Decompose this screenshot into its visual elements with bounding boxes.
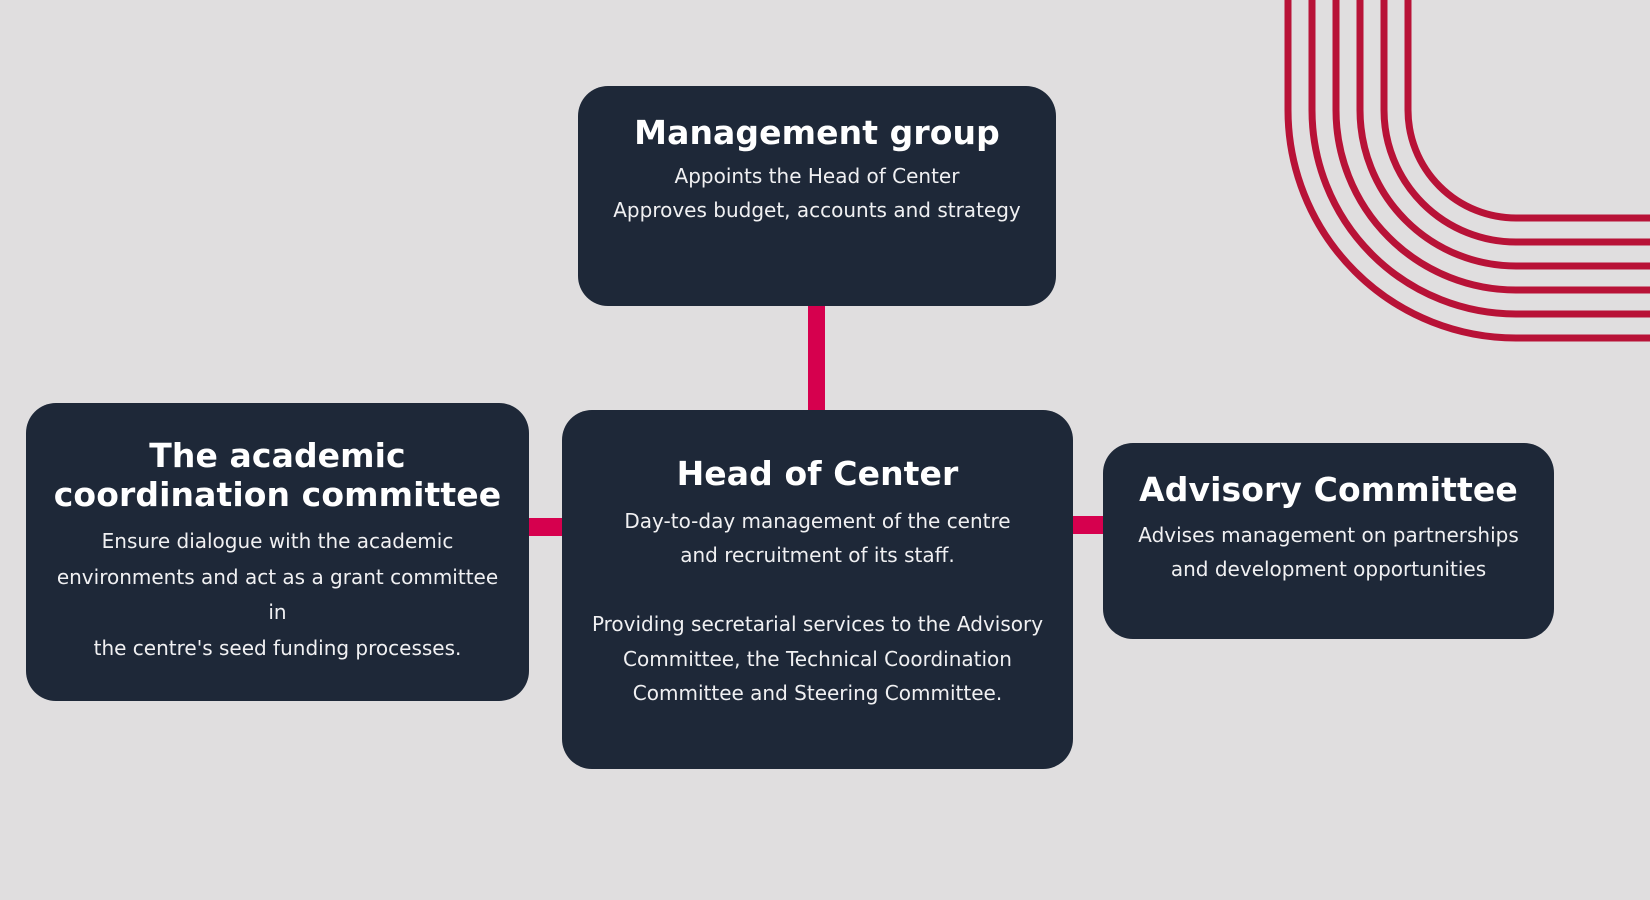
node-advisory-committee-body: Advises management on partnerships and d… [1138, 522, 1519, 582]
arc-2 [1308, 0, 1650, 318]
node-management-group-title: Management group [634, 113, 1000, 152]
arc-1 [1284, 0, 1650, 342]
node-head-of-center: Head of Center Day-to-day management of … [562, 410, 1073, 769]
node-advisory-committee-title: Advisory Committee [1139, 470, 1518, 509]
arc-4 [1356, 0, 1650, 270]
node-academic-coordination-committee-body: Ensure dialogue with the academic enviro… [56, 529, 499, 661]
node-head-of-center-title: Head of Center [676, 454, 959, 493]
node-head-of-center-body: Day-to-day management of the centre and … [591, 508, 1044, 705]
connector-head-to-advisory [1066, 516, 1112, 534]
node-academic-coordination-committee: The academic coordination committee Ensu… [26, 403, 529, 701]
connector-academic-to-head [522, 518, 568, 536]
connector-management-to-head [808, 300, 825, 415]
arc-6 [1404, 0, 1650, 222]
node-management-group: Management group Appoints the Head of Ce… [578, 86, 1056, 306]
node-academic-coordination-committee-title: The academic coordination committee [53, 436, 502, 515]
decorative-arcs [1284, 0, 1650, 342]
node-management-group-body: Appoints the Head of Center Approves bud… [613, 163, 1021, 223]
arc-3 [1332, 0, 1650, 294]
node-advisory-committee: Advisory Committee Advises management on… [1103, 443, 1554, 639]
arc-5 [1380, 0, 1650, 246]
